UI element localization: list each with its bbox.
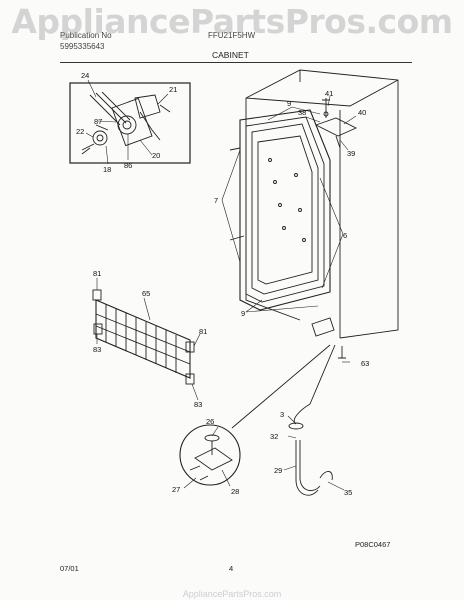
callout-9-top: 9 [287,99,291,108]
watermark: AppliancePartsPros.com [11,2,453,41]
callout-35: 35 [344,488,352,497]
callout-numbers: 24 21 87 22 20 18 86 9 41 38 40 39 7 6 9… [76,71,369,497]
callout-41: 41 [325,89,333,98]
callout-26: 26 [206,417,214,426]
callout-32: 32 [270,432,278,441]
drain-detail [179,344,331,486]
door-liner [229,109,331,311]
cabinet-body [245,69,399,339]
callout-28: 28 [231,487,239,496]
bottom-hinge [311,317,346,359]
callout-81-left: 81 [93,269,101,278]
callout-9-bottom: 9 [241,309,245,318]
top-hinge [314,98,358,149]
callout-86: 86 [124,161,132,170]
callout-27: 27 [172,485,180,494]
callout-18: 18 [103,165,111,174]
callout-40: 40 [358,108,366,117]
callout-65: 65 [142,289,150,298]
callout-87: 87 [94,117,102,126]
callout-83-left: 83 [93,345,101,354]
callout-7: 7 [214,196,218,205]
callout-20: 20 [152,151,160,160]
callout-38: 38 [298,108,306,117]
footer-date: 07/01 [60,564,79,573]
bottom-watermark: AppliancePartsPros.com [182,589,282,599]
callout-39: 39 [347,149,355,158]
model-number: FFU21F5HW [208,31,256,40]
drain-hose [288,344,336,496]
footer-page-number: 4 [229,564,234,573]
callout-83-right: 83 [194,400,202,409]
callout-22: 22 [76,127,84,136]
figure-code: P08C0467 [355,540,391,549]
callout-6: 6 [343,231,347,240]
header-rule [60,62,412,63]
callout-63: 63 [361,359,369,368]
leader-lines [85,79,357,491]
publication-label: Publication No [60,31,112,40]
callout-3: 3 [280,410,284,419]
callout-21: 21 [169,85,177,94]
light-assembly-inset [69,82,191,164]
callout-81-right: 81 [199,327,207,336]
callout-29: 29 [274,466,282,475]
publication-number: 5995335643 [60,42,105,51]
callout-24: 24 [81,71,89,80]
grille-kickplate [92,289,195,385]
section-title: CABINET [212,50,249,60]
